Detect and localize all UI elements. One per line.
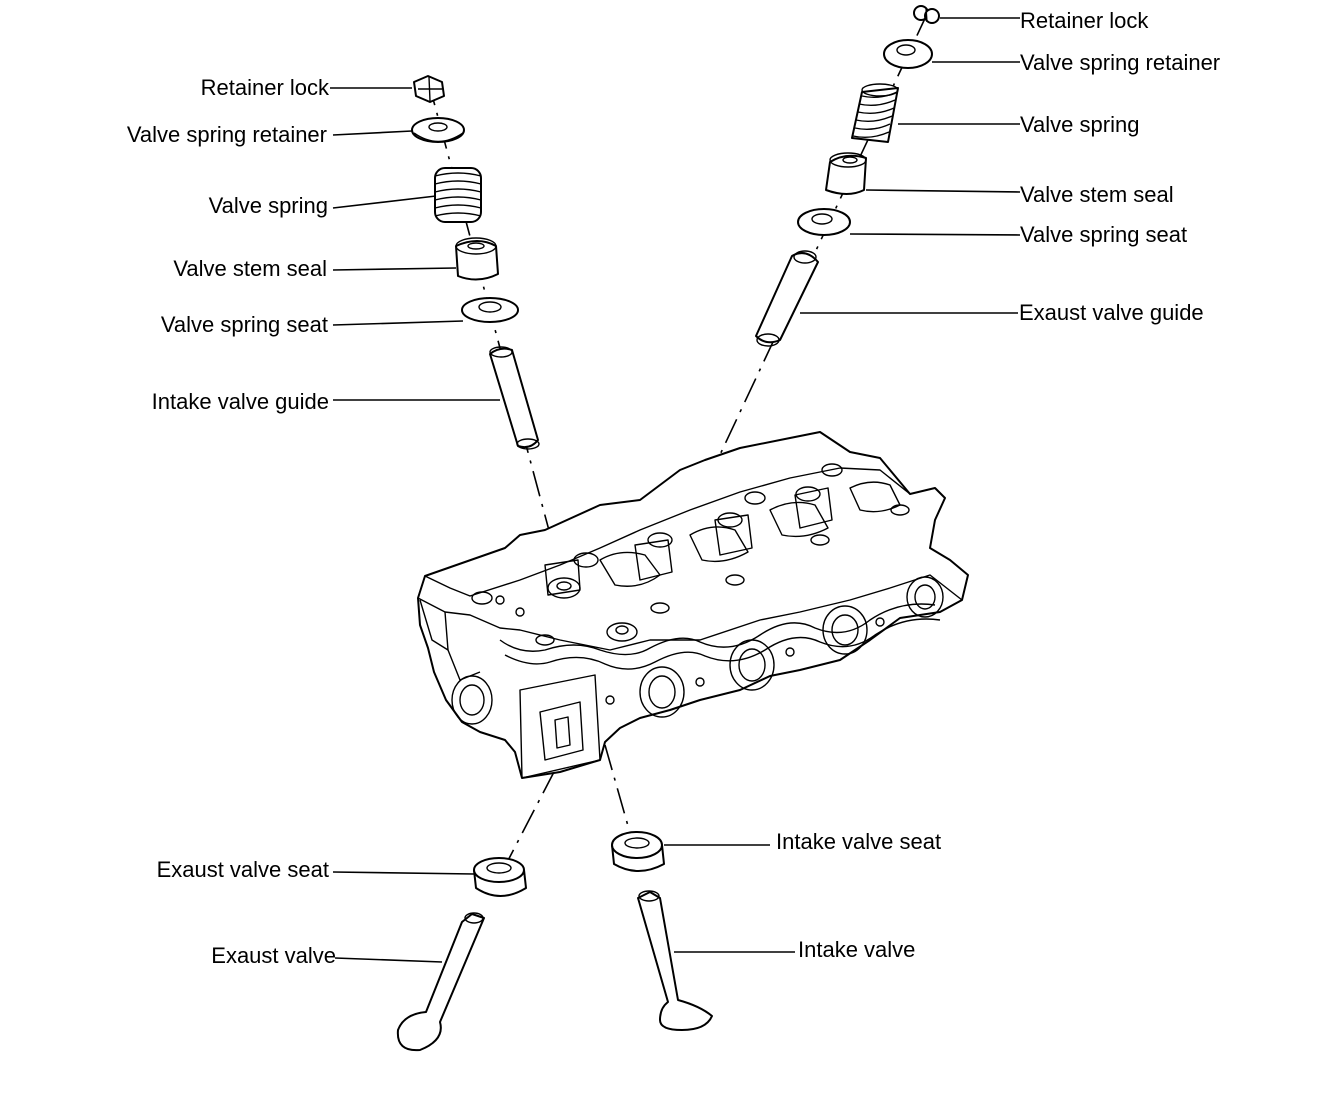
intake-valve-axis [604, 744, 633, 841]
leader-lines [330, 17, 1021, 963]
left-labels: Retainer lock Valve spring retainer Valv… [127, 75, 336, 968]
label-right-valve-spring-retainer: Valve spring retainer [1020, 50, 1220, 75]
intake-valve-guide-part [489, 346, 540, 450]
exaust-valve-guide-part [755, 250, 819, 347]
left-valve-spring-seat-part [461, 297, 519, 323]
label-left-valve-spring-retainer: Valve spring retainer [127, 122, 327, 147]
label-left-valve-stem-seal: Valve stem seal [173, 256, 327, 281]
right-retainer-lock-part [913, 5, 940, 24]
label-exaust-valve: Exaust valve [211, 943, 336, 968]
right-valve-spring-seat-part [797, 208, 851, 236]
right-valve-stem-seal-part [825, 152, 867, 195]
right-valve-spring-part [851, 83, 899, 143]
label-intake-valve-guide: Intake valve guide [152, 389, 329, 414]
label-left-retainer-lock: Retainer lock [201, 75, 330, 100]
intake-valve-seat-part [611, 831, 665, 872]
cylinder-head [417, 431, 969, 779]
label-right-valve-spring-seat: Valve spring seat [1020, 222, 1187, 247]
left-retainer-lock-part [413, 75, 445, 103]
exaust-valve-part [396, 912, 485, 1052]
exhaust-valve-axis [501, 769, 556, 873]
label-right-valve-stem-seal: Valve stem seal [1020, 182, 1174, 207]
left-valve-spring-part [434, 167, 482, 223]
label-right-valve-spring: Valve spring [1020, 112, 1139, 137]
label-left-valve-spring-seat: Valve spring seat [161, 312, 328, 337]
left-valve-stem-seal-part [455, 237, 499, 281]
label-exaust-valve-seat: Exaust valve seat [157, 857, 329, 882]
left-valve-axis [427, 79, 566, 591]
label-right-retainer-lock: Retainer lock [1020, 8, 1149, 33]
exaust-valve-seat-part [473, 857, 527, 897]
intake-valve-part [637, 890, 713, 1031]
label-intake-valve: Intake valve [798, 937, 915, 962]
label-exaust-valve-guide: Exaust valve guide [1019, 300, 1204, 325]
right-labels: Retainer lock Valve spring retainer Valv… [776, 8, 1220, 962]
right-valve-spring-retainer-part [883, 39, 933, 69]
left-valve-spring-retainer-part [411, 117, 465, 143]
label-left-valve-spring: Valve spring [209, 193, 328, 218]
label-intake-valve-seat: Intake valve seat [776, 829, 941, 854]
